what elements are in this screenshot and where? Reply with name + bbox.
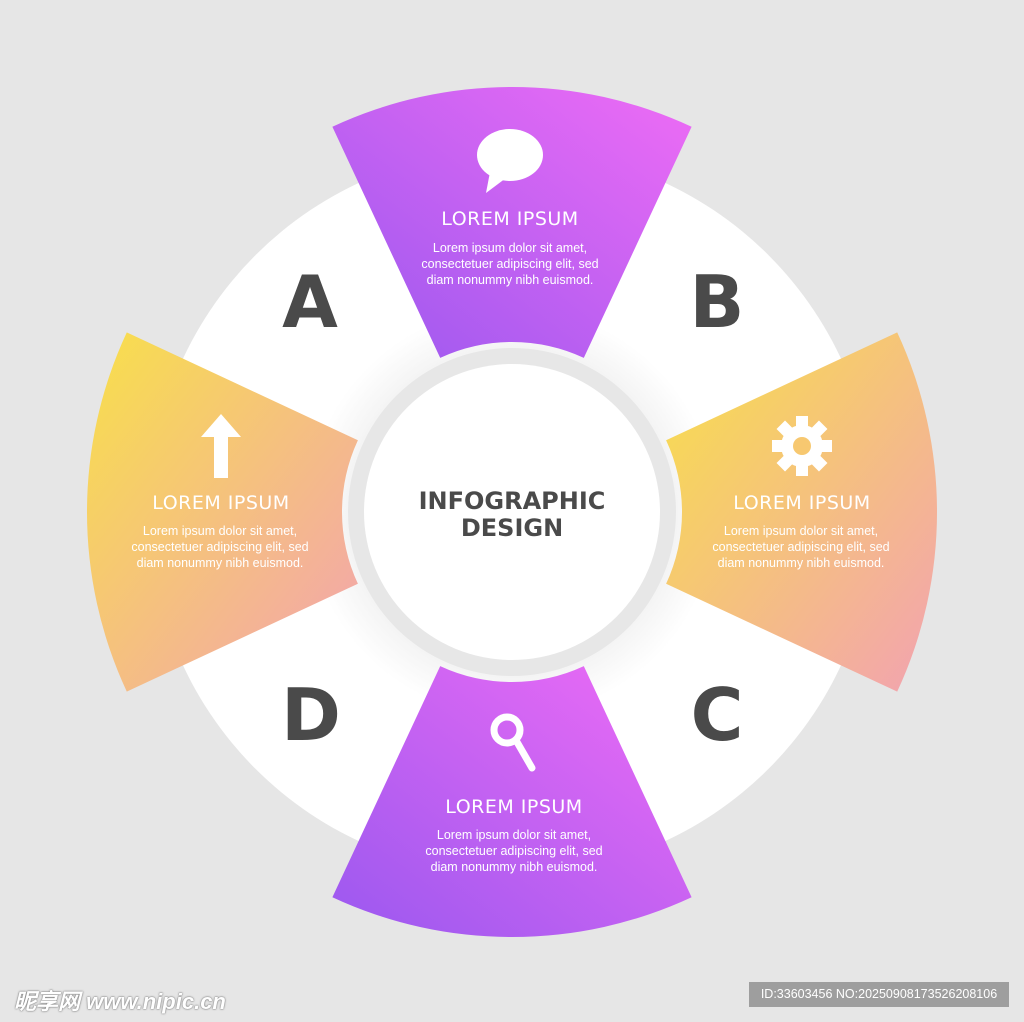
segment-top-body: Lorem ipsum dolor sit amet, consectetuer…: [421, 241, 599, 287]
letter-b: B: [689, 260, 745, 344]
segment-right-title: LOREM IPSUM: [733, 492, 871, 514]
watermark-logo: 昵享网 www.nipic.cn: [14, 989, 226, 1014]
segment-left-title: LOREM IPSUM: [152, 492, 290, 514]
center-title-line1: INFOGRAPHIC: [418, 487, 606, 515]
segment-top-title: LOREM IPSUM: [441, 208, 579, 230]
letter-a: A: [282, 260, 338, 344]
segment-bottom-wedge: [332, 666, 692, 938]
segment-bottom-title: LOREM IPSUM: [445, 796, 583, 818]
center-circle: [364, 364, 660, 660]
magnifier-icon: [490, 713, 536, 772]
segment-bottom-body: Lorem ipsum dolor sit amet, consectetuer…: [425, 828, 603, 874]
center-title: INFOGRAPHIC DESIGN: [419, 488, 606, 542]
segment-right-body: Lorem ipsum dolor sit amet, consectetuer…: [712, 524, 890, 570]
watermark-id: ID:33603456 NO:20250908173526208106: [749, 982, 1009, 1007]
letter-c: C: [690, 673, 744, 757]
arrow-up-icon: [201, 414, 241, 478]
segment-top-wedge: [332, 86, 692, 358]
segment-left-wedge: [86, 332, 358, 692]
segment-left-body: Lorem ipsum dolor sit amet, consectetuer…: [131, 524, 309, 570]
segment-right-wedge: [666, 332, 938, 692]
speech-bubble-icon: [477, 129, 543, 193]
center-title-line2: DESIGN: [460, 514, 564, 542]
gear-icon: [772, 416, 832, 476]
letter-d: D: [281, 673, 341, 757]
